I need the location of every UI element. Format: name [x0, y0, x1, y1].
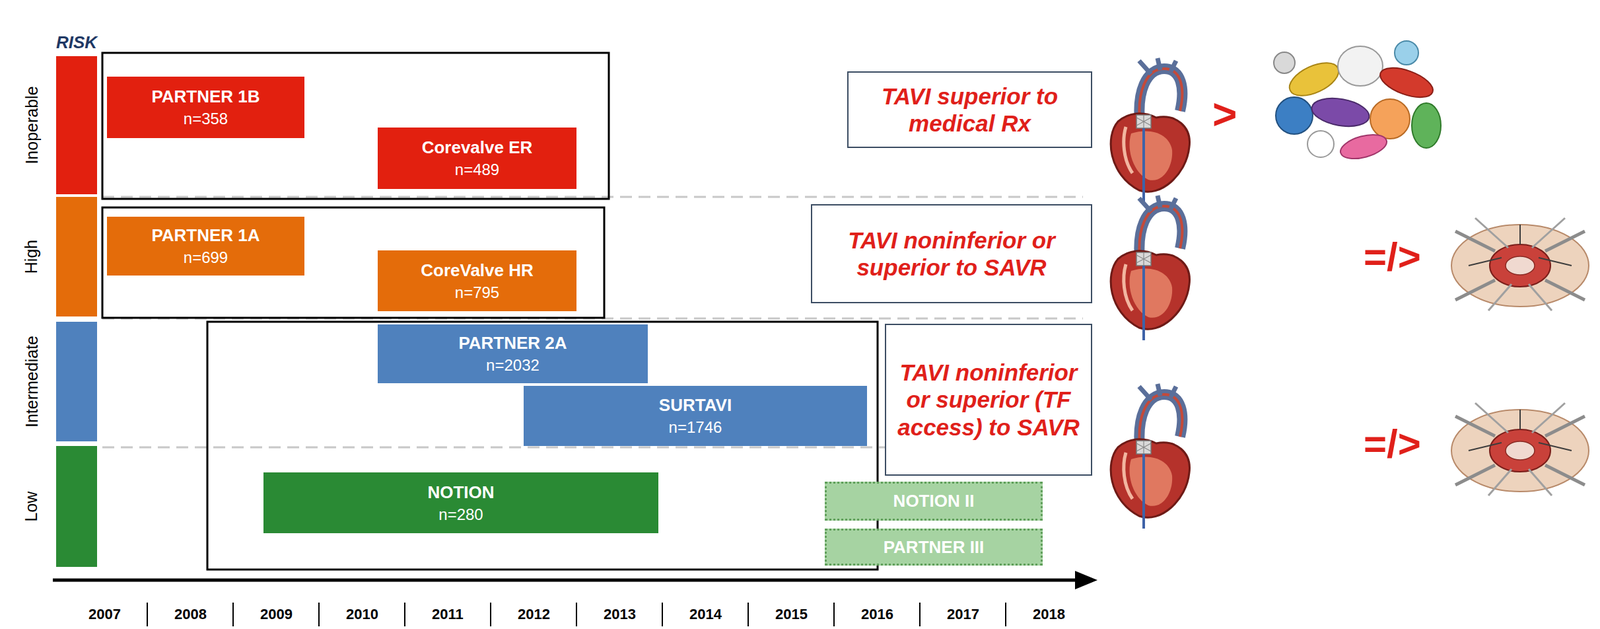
layout-shape [1337, 46, 1383, 86]
year-label: 2018 [1032, 606, 1066, 623]
layout-shape [661, 602, 663, 627]
trial-box: Corevalve ER n=489 [377, 127, 577, 189]
trial-size: n=795 [454, 283, 500, 302]
risk-label-holder: Inoperable [12, 56, 51, 195]
layout-shape [102, 196, 1083, 199]
risk-bar: Intermediate [56, 321, 98, 442]
layout-shape [1075, 570, 1098, 590]
layout-shape [833, 602, 835, 627]
surgery-illustration [1451, 402, 1589, 496]
trial-name: PARTNER 1B [151, 86, 260, 107]
year-separator [147, 602, 1006, 627]
risk-label: Low [22, 491, 42, 522]
year-label: 2012 [517, 606, 551, 623]
risk-label: High [21, 239, 41, 274]
trial-name: SURTAVI [659, 394, 732, 416]
layout-shape [1307, 130, 1334, 158]
layout-shape [747, 602, 749, 627]
year-label: 2010 [346, 606, 379, 623]
trial-size: n=358 [183, 109, 228, 129]
pills-illustration [1273, 40, 1441, 164]
future-trial-box: PARTNER III [824, 528, 1043, 566]
risk-bar: Inoperable [56, 56, 98, 195]
layout-shape [102, 207, 605, 318]
layout-shape [318, 602, 320, 627]
comparison-symbol: =/> [1363, 421, 1422, 466]
year-label: 2014 [689, 606, 722, 623]
risk-label-holder: High [12, 196, 51, 317]
group-outline [102, 52, 878, 570]
risk-bar: High [56, 196, 98, 317]
layout-shape [1394, 40, 1419, 65]
timeline-arrow [52, 570, 1098, 590]
conclusion-box: TAVI superior to medical Rx [847, 71, 1093, 148]
risk-label-holder: Intermediate [12, 321, 51, 442]
conclusion-text: TAVI noninferior or superior to SAVR [821, 226, 1082, 282]
year-label: 2013 [603, 606, 636, 623]
trial-name: Corevalve ER [421, 137, 533, 158]
layout-shape [146, 602, 148, 627]
layout-shape [489, 602, 492, 627]
layout-shape [52, 578, 1078, 582]
trial-size: n=699 [183, 248, 228, 267]
trial-box: PARTNER 1A n=699 [106, 216, 305, 276]
heart-illustration [1110, 195, 1190, 341]
conclusion-box: TAVI noninferior or superior to SAVR [810, 204, 1093, 304]
future-trial-box: NOTION II [824, 481, 1043, 521]
conclusion-text: TAVI superior to medical Rx [857, 82, 1082, 138]
layout-shape [1376, 62, 1437, 104]
layout-shape [575, 602, 578, 627]
layout-shape [207, 321, 878, 570]
layout-shape [1370, 99, 1410, 139]
risk-bar: Low [56, 445, 98, 567]
layout-shape [1275, 97, 1313, 135]
risk-label: Inoperable [22, 85, 42, 164]
trial-box: SURTAVIn=1746 [523, 385, 868, 446]
trial-box: PARTNER 2An=2032 [377, 324, 648, 383]
conclusion-box: TAVI noninferior or superior (TF access)… [884, 323, 1093, 476]
year-label: 2008 [174, 606, 207, 623]
year-label: 2016 [861, 606, 894, 623]
layout-shape [1411, 103, 1441, 148]
year-label: 2011 [431, 606, 464, 623]
trial-name: PARTNER III [883, 536, 985, 558]
layout-shape [404, 602, 406, 627]
trial-box: PARTNER 1Bn=358 [106, 76, 305, 139]
trial-name: CoreValve HR [420, 260, 534, 281]
trial-size: n=280 [438, 505, 483, 524]
layout-shape [1309, 94, 1372, 131]
surgery-illustration [1451, 217, 1589, 311]
year-label: 2017 [946, 606, 980, 623]
trial-name: PARTNER 2A [458, 332, 567, 354]
trial-box: CoreValve HR n=795 [377, 250, 577, 312]
heart-illustration [1110, 58, 1190, 203]
heart-illustration [1110, 383, 1190, 529]
risk-label-holder: Low [12, 445, 51, 567]
comparison-symbol: > [1212, 91, 1237, 138]
trial-size: n=489 [454, 160, 500, 179]
trial-box: NOTION n=280 [263, 472, 659, 533]
year-label: 2007 [88, 606, 121, 623]
year-label: 2015 [775, 606, 808, 623]
layout-shape [1005, 602, 1007, 627]
risk-label: Intermediate [22, 335, 42, 428]
trial-name: NOTION [427, 482, 494, 503]
layout-shape [232, 602, 234, 627]
trial-name: PARTNER 1A [151, 225, 260, 246]
comparison-symbol: =/> [1363, 235, 1422, 279]
trial-size: n=1746 [668, 417, 723, 437]
trial-name: NOTION II [893, 490, 975, 512]
layout-shape [1273, 52, 1295, 74]
layout-shape [919, 602, 921, 627]
layout-shape [102, 52, 609, 199]
conclusion-text: TAVI noninferior or superior (TF access)… [895, 358, 1082, 441]
trial-size: n=2032 [486, 355, 540, 375]
axis-title: RISK [56, 33, 98, 53]
layout-shape [1337, 130, 1390, 164]
year-label: 2009 [260, 606, 293, 623]
